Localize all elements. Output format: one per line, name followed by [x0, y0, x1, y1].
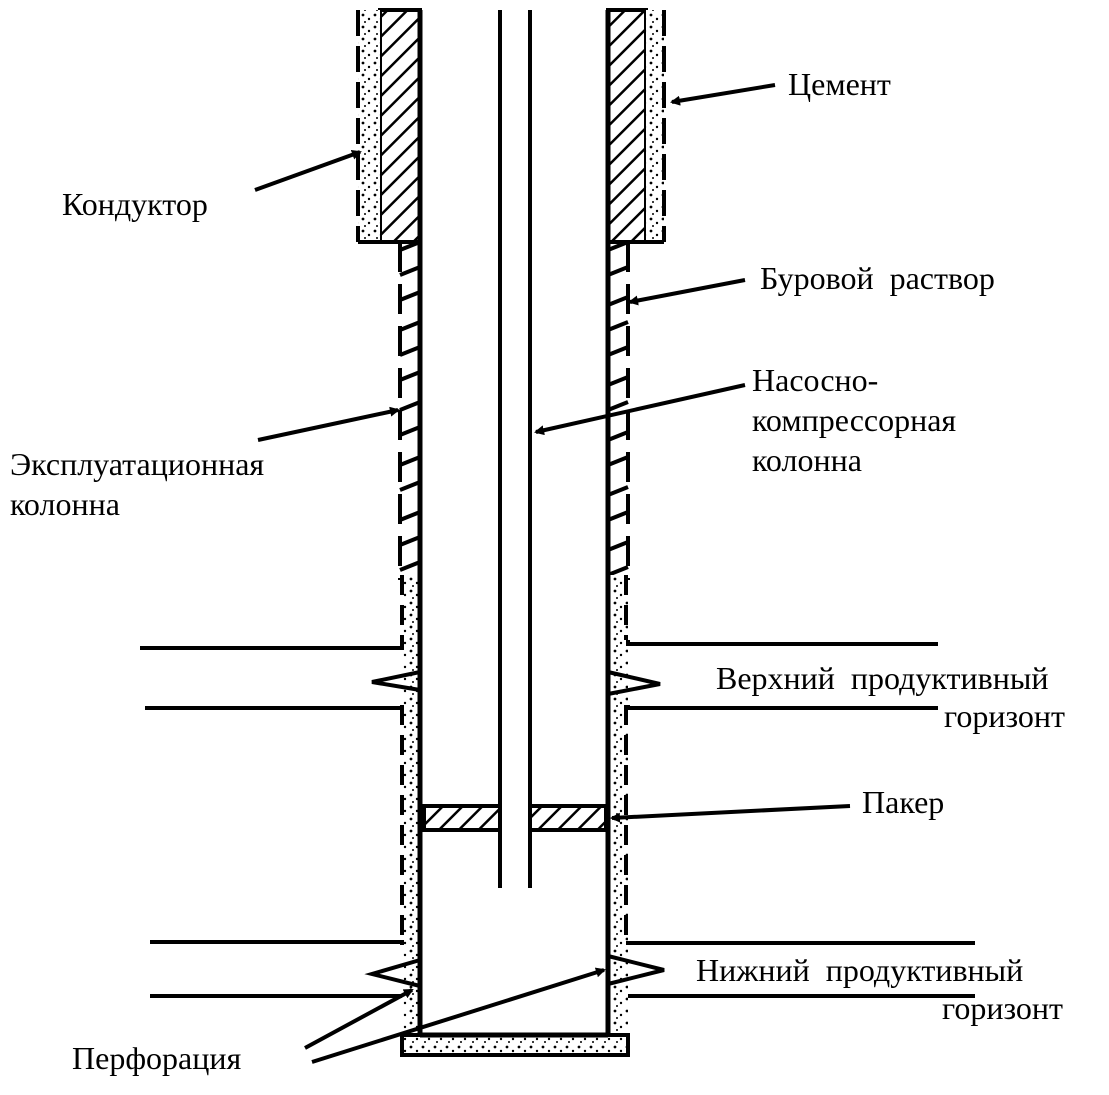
label-production-casing-line2: колонна: [10, 486, 120, 522]
conductor-casing: [378, 8, 648, 244]
label-lower-zone-line1: Нижний продуктивный: [696, 952, 1024, 988]
drilling-mud-annulus: [398, 240, 630, 580]
production-casing: [417, 10, 611, 1038]
label-drilling-mud: Буровой раствор: [760, 260, 995, 296]
label-tubing-line3: колонна: [752, 442, 862, 478]
packer: [422, 804, 608, 832]
lower-zone-boundaries: [150, 940, 975, 998]
label-perforation: Перфорация: [72, 1040, 242, 1076]
tubing-string: [498, 10, 532, 888]
label-cement: Цемент: [788, 66, 891, 102]
conductor-cement: [356, 10, 666, 244]
label-upper-zone-line1: Верхний продуктивный: [716, 660, 1049, 696]
label-lower-zone-line2: горизонт: [942, 990, 1064, 1026]
upper-zone-boundaries: [140, 640, 938, 710]
label-upper-zone-line2: горизонт: [944, 698, 1066, 734]
label-tubing-line2: компрессорная: [752, 402, 957, 438]
label-conductor: Кондуктор: [62, 186, 208, 222]
label-tubing-line1: Насосно-: [752, 362, 879, 398]
label-production-casing-line1: Эксплуатационная: [10, 446, 265, 482]
leader-arrows: [254, 83, 851, 1064]
label-packer: Пакер: [862, 784, 945, 820]
